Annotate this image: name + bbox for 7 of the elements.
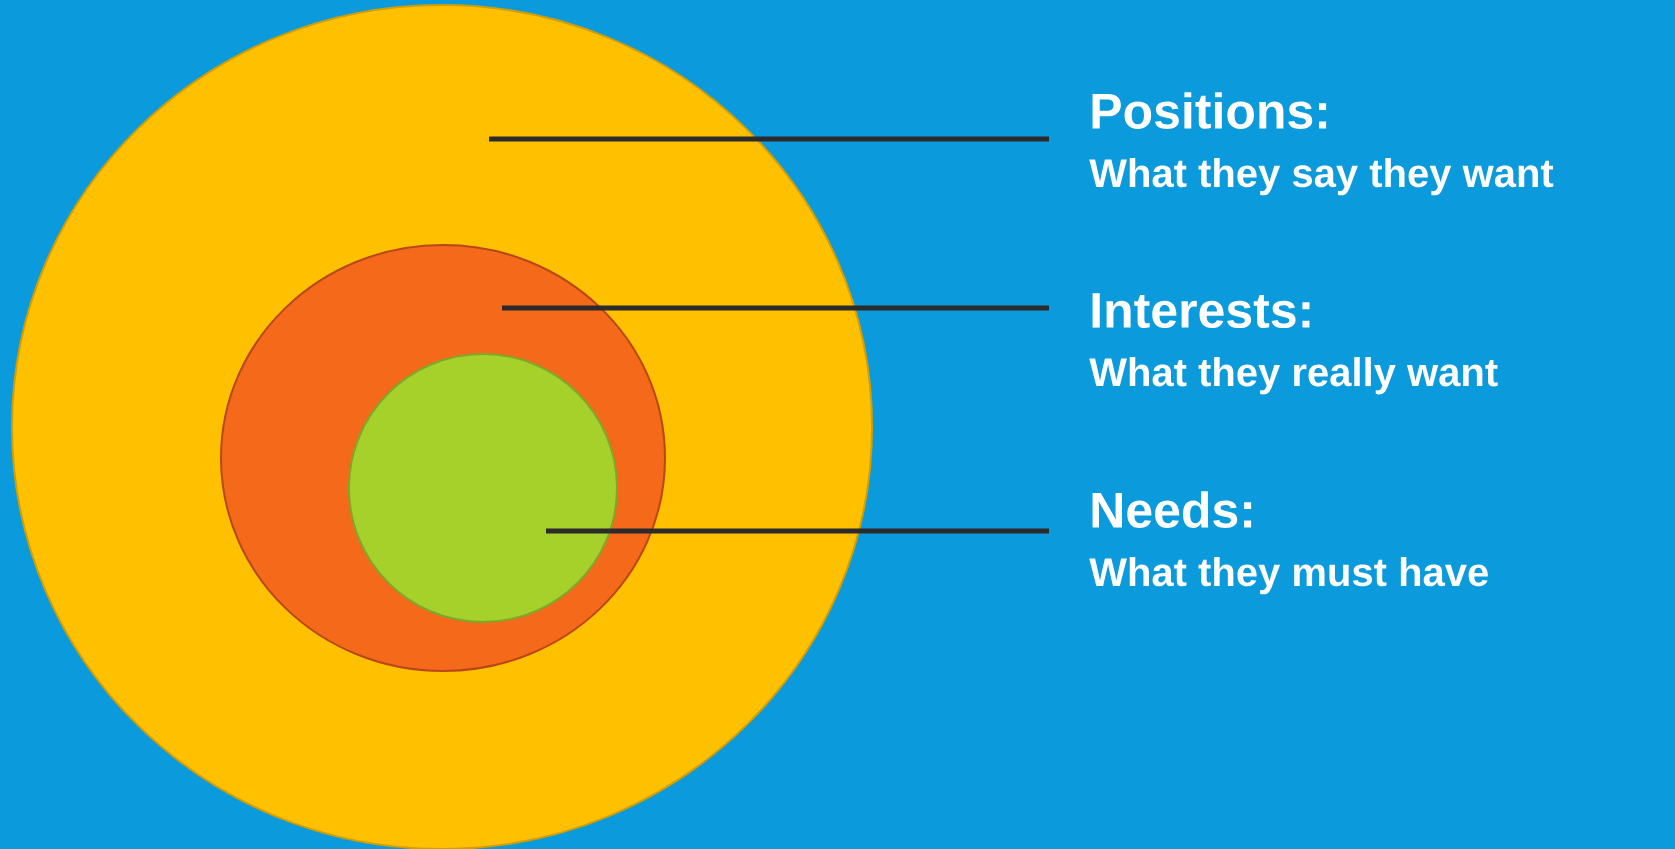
label-text: Needs: What they must have [1089,491,1488,595]
label-text: Interests: What they really want [1089,293,1498,395]
leader-line [546,528,1049,534]
label-text: Positions: What they say they want [1089,92,1554,196]
leader-line [489,136,1049,142]
leader-line [502,305,1049,311]
inner-circle [348,353,618,623]
